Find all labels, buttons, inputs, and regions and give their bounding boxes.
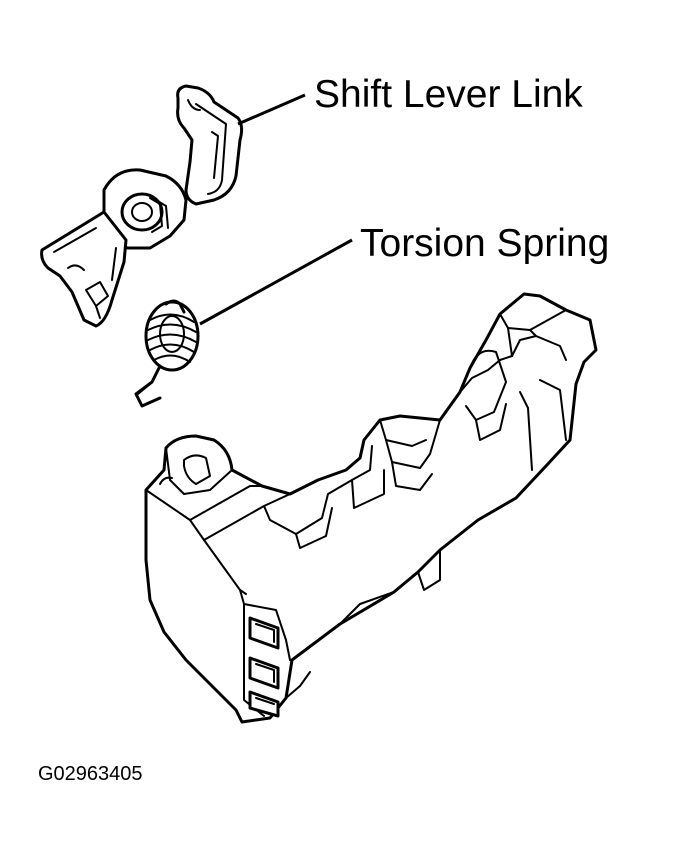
torsion-spring-part <box>134 299 200 408</box>
torsion-spring-label: Torsion Spring <box>360 222 609 265</box>
torsion-spring-leader <box>199 238 353 326</box>
shift-lever-link-part <box>40 84 244 328</box>
shifter-housing-part <box>144 292 598 724</box>
shift-lever-link-label: Shift Lever Link <box>314 73 583 116</box>
shift-lever-link-leader <box>237 93 306 126</box>
figure-id: G02963405 <box>38 763 143 785</box>
